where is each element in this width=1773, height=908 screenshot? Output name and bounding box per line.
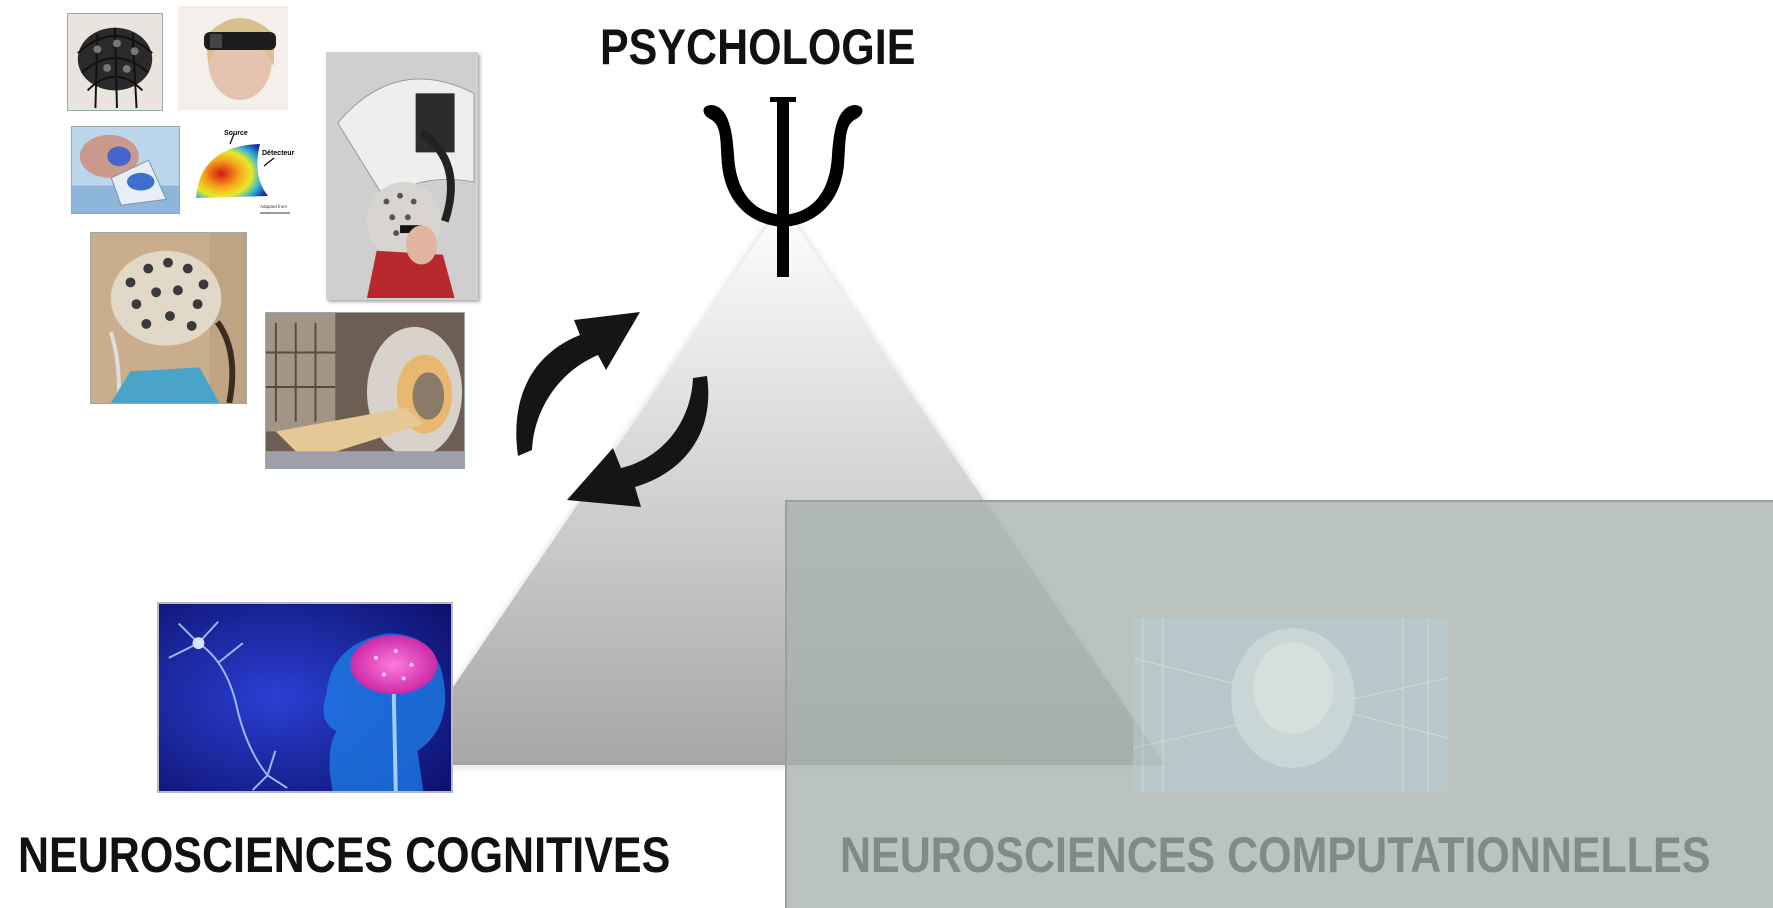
- top-label: PSYCHOLOGIE: [600, 19, 916, 75]
- ai-head-image: [1133, 618, 1448, 793]
- eeg-cap-photo: [67, 13, 163, 111]
- meg-scanner-photo: [326, 52, 478, 300]
- arrow-down-left-icon: [567, 376, 709, 507]
- psi-symbol-icon: [703, 97, 863, 277]
- source-detector-diagram: Source Détecteur Adapted from: [190, 126, 300, 222]
- cognitive-neuroscience-label: NEUROSCIENCES COGNITIVES: [18, 827, 671, 883]
- source-label: Source: [224, 130, 248, 137]
- adapted-from-caption: Adapted from: [260, 204, 287, 209]
- neuron-brain-image: [157, 602, 453, 793]
- arrow-up-right-icon: [516, 312, 640, 456]
- mri-scanner-photo: [265, 312, 465, 469]
- brain-model-photo: [71, 126, 180, 214]
- computational-neuroscience-label: NEUROSCIENCES COMPUTATIONNELLES: [840, 827, 1711, 883]
- detector-label: Détecteur: [262, 150, 295, 157]
- eeg-profile-photo: [90, 232, 247, 404]
- headband-photo: [178, 6, 288, 110]
